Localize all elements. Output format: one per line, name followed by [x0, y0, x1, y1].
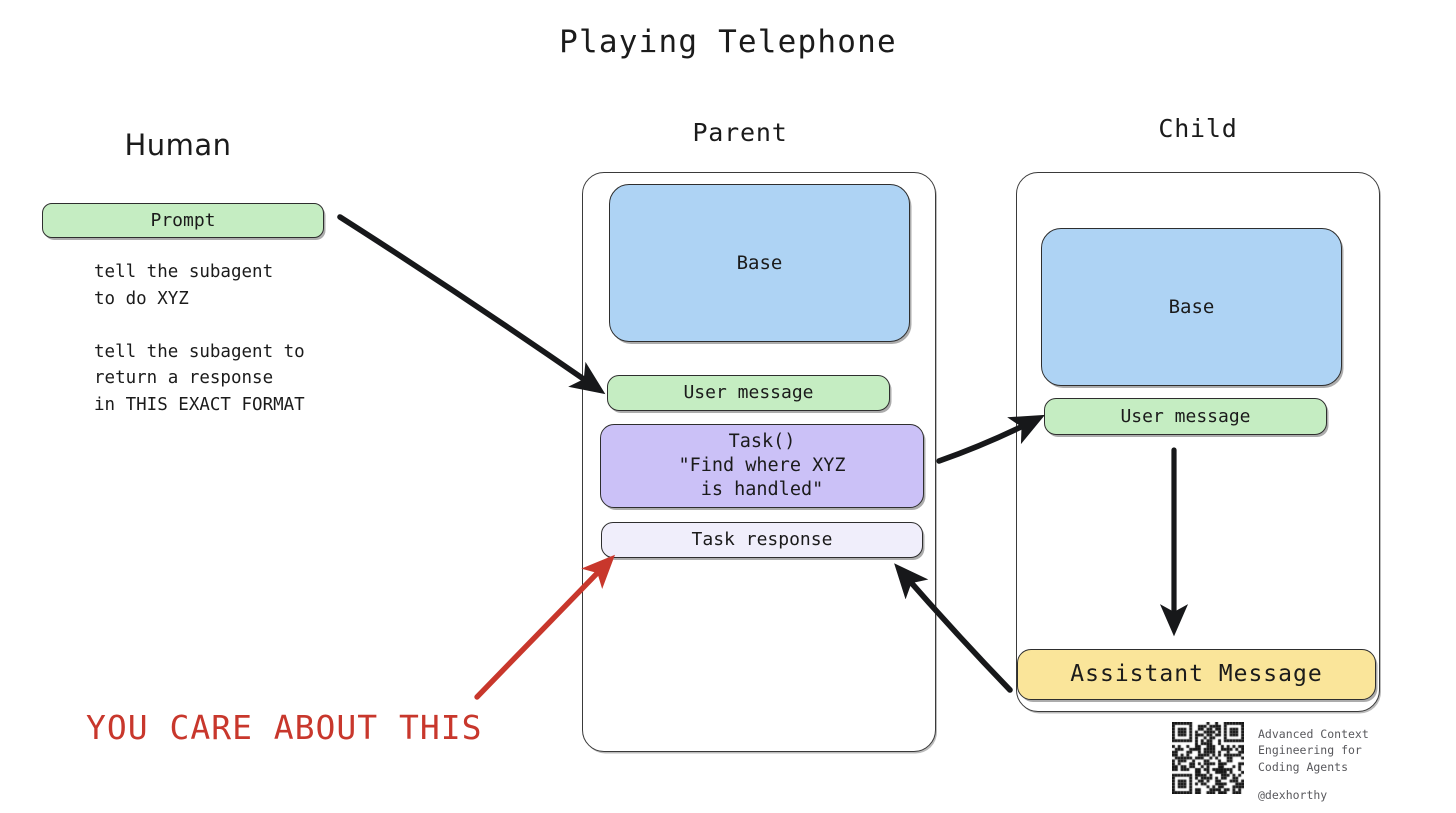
- parent-user-message-block: User message: [607, 375, 890, 411]
- parent-task-label: Task() "Find where XYZ is handled": [678, 431, 846, 500]
- parent-task-block: Task() "Find where XYZ is handled": [600, 424, 924, 508]
- child-base-label: Base: [1168, 295, 1215, 318]
- child-user-message-label: User message: [1120, 405, 1251, 427]
- credit-line-3: Coding Agents: [1258, 759, 1349, 774]
- credit-line-1: Advanced Context: [1258, 727, 1369, 741]
- column-heading-child: Child: [1158, 114, 1238, 143]
- parent-task-response-label: Task response: [691, 529, 833, 551]
- parent-task-response-block: Task response: [601, 522, 923, 558]
- credit-handle: @dexhorthy: [1258, 787, 1328, 802]
- credit-line-2: Engineering for: [1258, 743, 1362, 758]
- child-user-message-block: User message: [1044, 398, 1327, 435]
- prompt-body-text: tell the subagent to do XYZ tell the sub…: [94, 262, 305, 415]
- page-title: Playing Telephone: [559, 24, 897, 60]
- parent-base-label: Base: [736, 251, 783, 274]
- child-assistant-message-label: Assistant Message: [1070, 660, 1323, 687]
- child-assistant-message-block: Assistant Message: [1017, 649, 1376, 700]
- parent-base-block: Base: [609, 184, 910, 342]
- child-base-block: Base: [1041, 228, 1342, 386]
- column-heading-parent: Parent: [692, 118, 788, 147]
- credits-block: Advanced Context Engineering for Coding …: [1172, 722, 1369, 802]
- column-heading-human: Human: [124, 128, 232, 162]
- annotation-red-note: YOU CARE ABOUT THIS: [86, 708, 483, 747]
- prompt-chip: Prompt: [42, 203, 324, 238]
- qr-code[interactable]: [1172, 722, 1244, 794]
- credit-title: Advanced Context Engineering for Coding …: [1258, 722, 1369, 775]
- prompt-chip-label: Prompt: [150, 209, 216, 231]
- parent-user-message-label: User message: [683, 382, 814, 404]
